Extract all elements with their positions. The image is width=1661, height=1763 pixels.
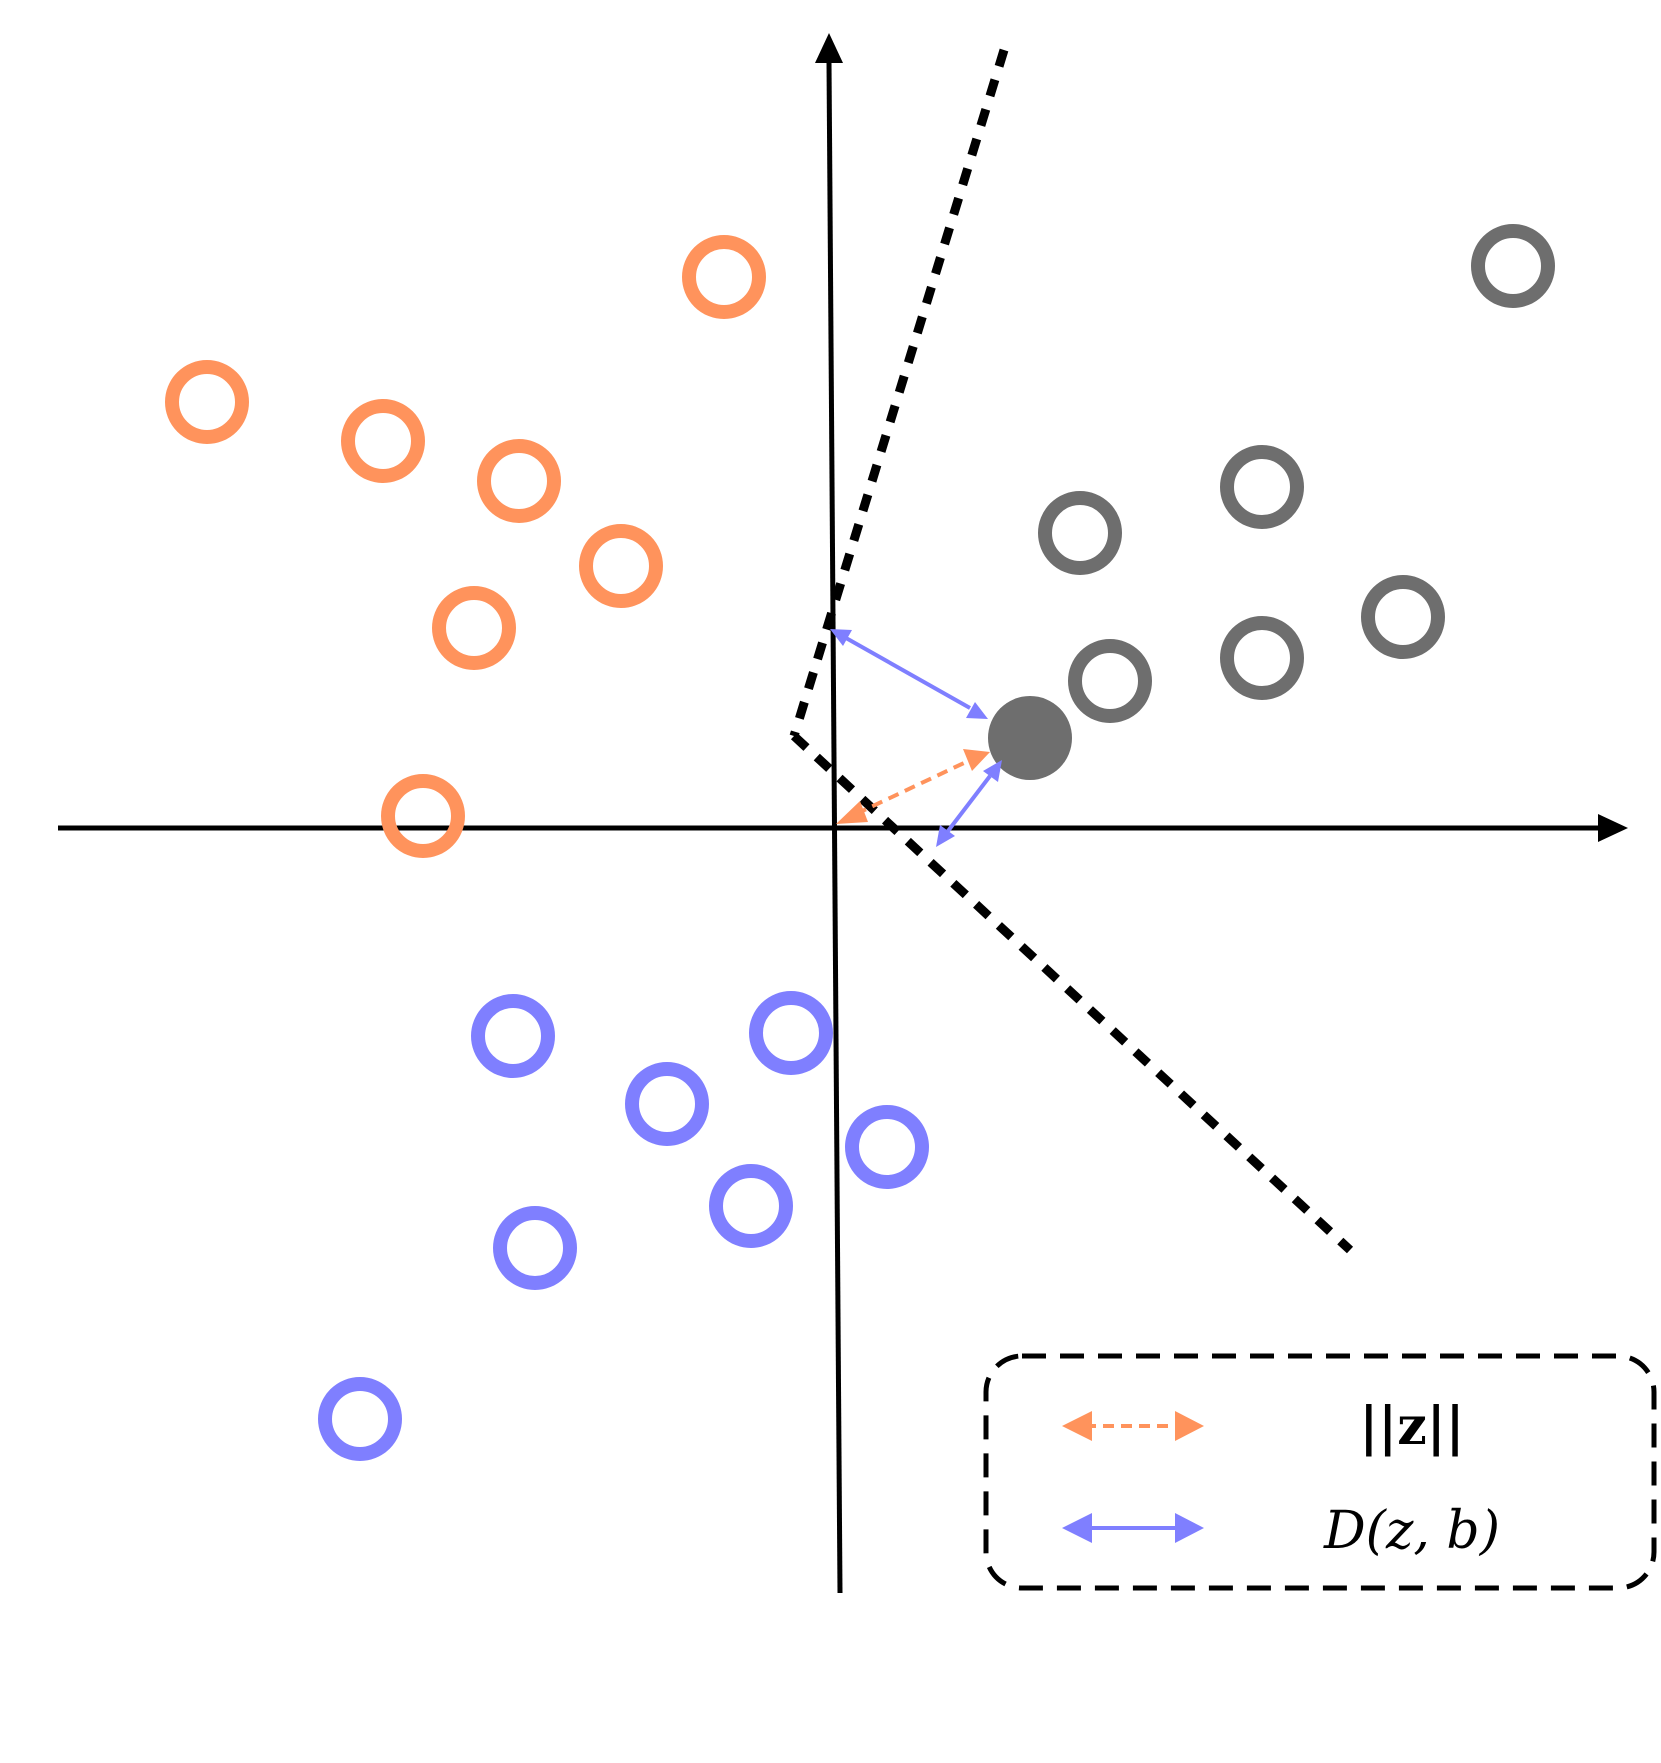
- blue-point: [625, 1062, 709, 1146]
- y-axis-arrowhead: [815, 33, 843, 63]
- orange-cluster: [165, 235, 766, 858]
- distance-arrows: [830, 629, 1002, 847]
- arrowhead: [1175, 1411, 1204, 1441]
- blue-point: [318, 1377, 402, 1461]
- distance-arrow-upper: [830, 629, 988, 719]
- orange-point: [165, 360, 249, 444]
- legend-norm-arrow: [1062, 1411, 1204, 1441]
- arrowhead: [936, 825, 955, 847]
- orange-point: [341, 399, 425, 483]
- norm-arrow: [836, 749, 990, 824]
- legend-label-distance: D(z, b): [1323, 1501, 1500, 1561]
- arrowhead: [963, 749, 990, 771]
- gray-point: [1361, 575, 1445, 659]
- distance-arrow-lower: [936, 760, 1002, 847]
- orange-point: [432, 586, 516, 670]
- blue-point: [749, 991, 833, 1075]
- blue-point: [709, 1164, 793, 1248]
- y-axis: [826, 61, 843, 1594]
- legend: ||z|| D(z, b): [983, 1353, 1657, 1591]
- arrowhead: [983, 760, 1002, 782]
- legend-box: [983, 1353, 1657, 1591]
- arrowhead: [1175, 1513, 1204, 1543]
- orange-point: [579, 524, 663, 608]
- decision-boundary: [789, 48, 1354, 1254]
- blue-cluster: [318, 991, 929, 1461]
- arrowhead: [836, 801, 868, 824]
- gray-point: [1038, 491, 1122, 575]
- legend-label-norm: ||z||: [1359, 1396, 1464, 1457]
- x-axis-arrowhead: [1598, 814, 1628, 842]
- boundary-lower: [790, 732, 1354, 1254]
- boundary-upper: [789, 48, 1009, 738]
- blue-point: [493, 1206, 577, 1290]
- gray-cluster: [1038, 224, 1555, 723]
- orange-point: [381, 774, 465, 858]
- blue-point: [845, 1105, 929, 1189]
- gray-point: [1471, 224, 1555, 308]
- legend-distance-arrow: [1062, 1513, 1204, 1543]
- orange-point: [477, 439, 561, 523]
- arrowhead: [966, 702, 988, 719]
- query-point: [988, 696, 1072, 780]
- gray-point: [1220, 445, 1304, 529]
- axes: [58, 33, 1628, 1594]
- arrowhead: [1062, 1411, 1092, 1441]
- blue-point: [471, 994, 555, 1078]
- gray-point: [1220, 616, 1304, 700]
- arrowhead: [1062, 1513, 1092, 1543]
- gray-point: [1068, 639, 1152, 723]
- arrowhead: [830, 629, 852, 646]
- orange-point: [682, 235, 766, 319]
